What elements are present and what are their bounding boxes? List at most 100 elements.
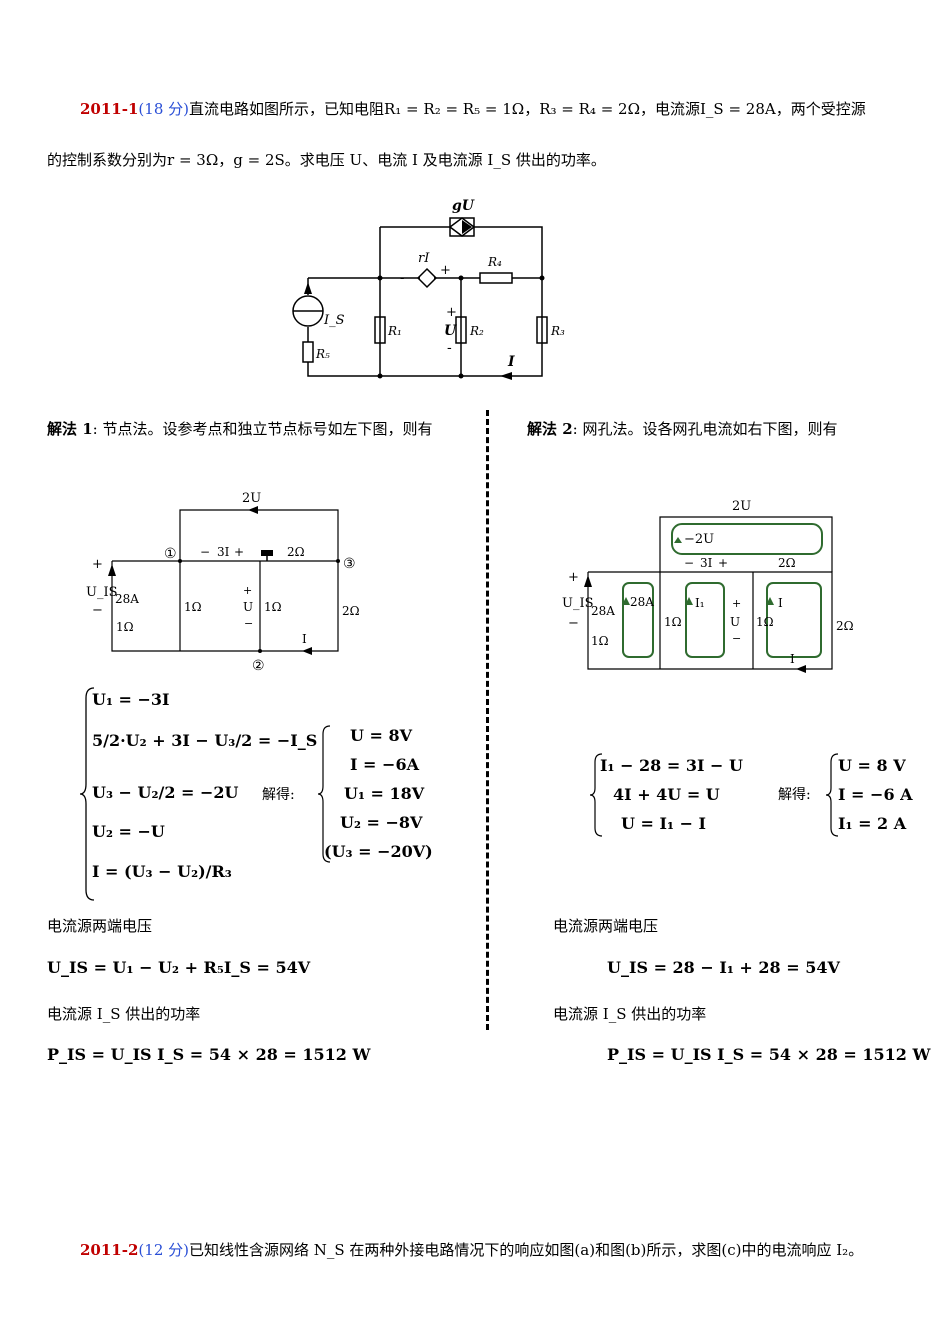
solution2-heading: 解法 2: 网孔法。设各网孔电流如右下图，则有	[527, 418, 838, 439]
right-mesh-i: I	[778, 596, 783, 610]
left-uis-plus: +	[92, 557, 103, 572]
left-result-5: (U₃ = −20V)	[324, 842, 433, 861]
solution2-text: : 网孔法。设各网孔电流如右下图，则有	[572, 420, 838, 438]
right-ib: I	[790, 652, 795, 666]
left-result-4: U₂ = −8V	[340, 813, 423, 832]
left-brace	[80, 687, 95, 901]
right-u-plus: +	[732, 597, 741, 610]
left-eq-5: I = (U₃ − U₂)/R₃	[92, 862, 232, 881]
left-result-1: U = 8V	[350, 726, 413, 745]
label-I: I	[507, 354, 515, 370]
node-3: ③	[343, 556, 356, 572]
left-2U: 2U	[242, 491, 261, 506]
left-eq-4: U₂ = −U	[92, 822, 165, 841]
left-eq-2: 5/2·U₂ + 3I − U₃/2 = −I_S	[92, 731, 318, 750]
right-2U: 2U	[732, 499, 751, 514]
right-voltage-label: 电流源两端电压	[553, 917, 659, 935]
label-rI-plus: +	[440, 263, 451, 278]
right-voltage-eq: U_IS = 28 − I₁ + 28 = 54V	[607, 958, 840, 977]
label-U-minus: -	[447, 340, 452, 356]
right-uis: U_IS	[562, 596, 594, 611]
label-U-plus: +	[446, 305, 457, 320]
label-R4: R₄	[487, 255, 502, 269]
right-src-minus: −	[684, 556, 694, 570]
label-R5: R₅	[315, 347, 330, 361]
label-rI-minus: -	[400, 271, 404, 286]
left-uis-minus: −	[92, 603, 103, 618]
solution2-title: 解法 2	[527, 420, 573, 438]
left-power-label: 电流源 I_S 供出的功率	[47, 1005, 201, 1023]
left-r1c: 1Ω	[264, 600, 282, 614]
label-R2: R₂	[469, 324, 484, 338]
right-r1b: 1Ω	[664, 615, 682, 629]
right-src-plus: +	[718, 556, 728, 570]
problem1-score: (18 分)	[138, 100, 189, 118]
problem1-line1: 2011-1(18 分)直流电路如图所示，已知电阻R₁ = R₂ = R₅ = …	[80, 99, 866, 119]
right-result-brace	[826, 753, 839, 837]
main-circuit-diagram: gU rI - + R₄ I_S R₅ R₁ + U - R₂ R₃ I	[292, 198, 565, 380]
right-eq-3: U = I₁ − I	[621, 814, 707, 833]
right-mesh-28A: 28A	[630, 595, 654, 609]
right-power-label: 电流源 I_S 供出的功率	[553, 1005, 707, 1023]
right-solve-label: 解得:	[778, 787, 811, 803]
right-i1: I₁	[695, 596, 705, 610]
left-u: U	[243, 600, 253, 614]
left-r1a: 1Ω	[116, 620, 134, 634]
label-R3: R₃	[550, 324, 565, 338]
problem2-number: 2011-2	[80, 1241, 139, 1259]
right-uis-plus: +	[568, 570, 579, 585]
left-solve-label: 解得:	[262, 787, 295, 803]
problem2-line: 2011-2(12 分)已知线性含源网络 N_S 在两种外接电路情况下的响应如图…	[80, 1240, 863, 1260]
mesh-method-circuit: 2U −2U − 3I + 2Ω + U_IS − 28A 1Ω 28A 1Ω …	[562, 499, 854, 673]
left-i: I	[302, 632, 307, 646]
label-gU: gU	[452, 198, 475, 214]
node-1: ①	[164, 546, 177, 562]
left-src: 3I	[217, 545, 230, 559]
label-rI: rI	[418, 251, 430, 266]
node-method-circuit: 2U ① ③ ② − 3I + 2Ω + U_IS − 28A 1Ω 1Ω + …	[86, 491, 360, 674]
right-r1a: 1Ω	[591, 634, 609, 648]
left-power-eq: P_IS = U_IS I_S = 54 × 28 = 1512 W	[47, 1045, 371, 1064]
left-result-3: U₁ = 18V	[344, 784, 425, 803]
left-src-plus: +	[234, 545, 244, 559]
problem1-text-line1: 直流电路如图所示，已知电阻R₁ = R₂ = R₅ = 1Ω，R₃ = R₄ =…	[188, 100, 866, 118]
right-28A: 28A	[591, 604, 615, 618]
right-r1c: 1Ω	[756, 615, 774, 629]
right-src: 3I	[700, 556, 713, 570]
node-2: ②	[252, 658, 265, 674]
right-uis-minus: −	[568, 616, 579, 631]
left-voltage-label: 电流源两端电压	[47, 917, 153, 935]
right-result-1: U = 8 V	[838, 756, 906, 775]
problem1-line2: 的控制系数分别为r = 3Ω，g = 2S。求电压 U、电流 I 及电流源 I_…	[47, 151, 606, 169]
problem2-score: (12 分)	[138, 1241, 189, 1259]
right-power-eq: P_IS = U_IS I_S = 54 × 28 = 1512 W	[607, 1045, 931, 1064]
right-r2b: 2Ω	[836, 619, 854, 633]
left-u-plus: +	[243, 584, 252, 597]
left-eq-3: U₃ − U₂/2 = −2U	[92, 783, 239, 802]
problem1-number: 2011-1	[80, 100, 139, 118]
solution1-heading: 解法 1: 节点法。设参考点和独立节点标号如左下图，则有	[47, 418, 433, 439]
label-Is: I_S	[323, 313, 345, 328]
right-eq-2: 4I + 4U = U	[613, 785, 720, 804]
left-28A: 28A	[115, 592, 139, 606]
label-U: U	[444, 323, 457, 339]
left-result-2: I = −6A	[350, 755, 419, 774]
solution1-text: : 节点法。设参考点和独立节点标号如左下图，则有	[92, 420, 433, 438]
left-uis: U_IS	[86, 585, 118, 600]
right-u: U	[730, 615, 740, 629]
label-R1: R₁	[387, 324, 402, 338]
right-r2: 2Ω	[778, 556, 796, 570]
right-eq-1: I₁ − 28 = 3I − U	[600, 756, 743, 775]
right-brace	[590, 753, 603, 837]
left-src-minus: −	[200, 545, 210, 559]
column-divider	[486, 410, 489, 1030]
right-result-3: I₁ = 2 A	[838, 814, 907, 833]
right-result-2: I = −6 A	[838, 785, 913, 804]
right-mesh-top: −2U	[684, 532, 714, 547]
left-result-brace	[318, 725, 331, 863]
solution1-title: 解法 1	[47, 420, 93, 438]
left-u-minus: −	[244, 617, 253, 630]
left-r1b: 1Ω	[184, 600, 202, 614]
left-r2b: 2Ω	[342, 604, 360, 618]
left-voltage-eq: U_IS = U₁ − U₂ + R₅I_S = 54V	[47, 958, 311, 977]
